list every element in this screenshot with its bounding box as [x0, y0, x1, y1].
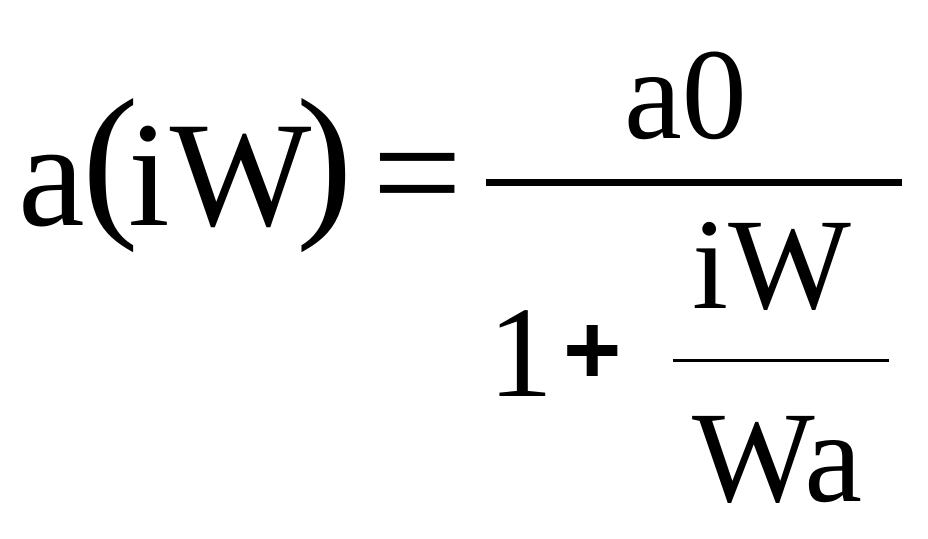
denominator-one: 1 [488, 281, 553, 425]
main-numerator: a0 [624, 23, 747, 167]
lhs-open-paren: ( [82, 65, 139, 253]
lhs-close-paren: ) [296, 65, 353, 253]
inner-denominator: Wa [692, 386, 862, 530]
lhs-function-name: a [18, 92, 85, 258]
inner-numerator: iW [692, 193, 851, 337]
lhs-argument: iW [128, 92, 312, 258]
denominator-plus: + [563, 294, 622, 406]
main-fraction-bar [486, 179, 902, 186]
equals-sign: = [372, 83, 463, 261]
inner-fraction-bar [673, 359, 889, 362]
